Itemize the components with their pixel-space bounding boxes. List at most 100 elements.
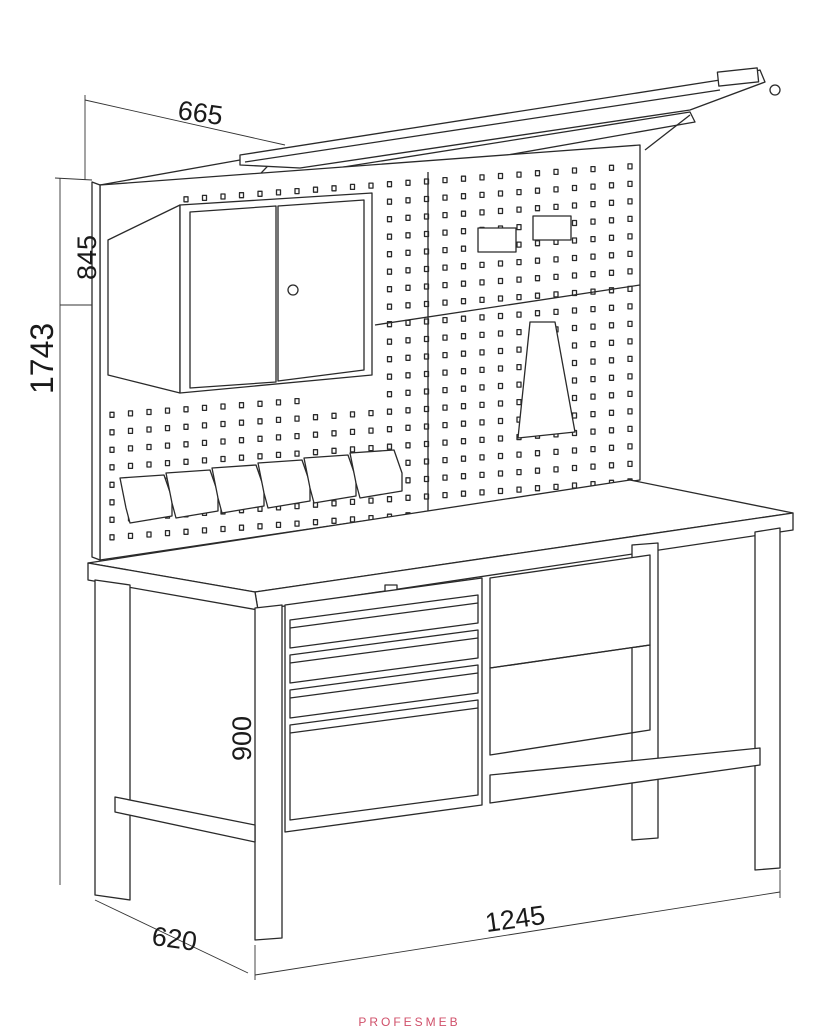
peg-hole <box>479 279 485 286</box>
peg-hole <box>627 198 633 205</box>
peg-hole <box>516 486 522 493</box>
dimension-lines <box>54 95 781 980</box>
peg-hole <box>164 459 171 467</box>
peg-hole <box>497 452 504 460</box>
peg-hole <box>294 415 300 422</box>
peg-hole <box>183 441 189 448</box>
peg-hole <box>386 391 393 398</box>
peg-hole <box>368 444 374 452</box>
peg-hole <box>275 399 282 406</box>
peg-hole <box>497 365 504 372</box>
peg-hole <box>627 443 633 450</box>
peg-hole <box>368 497 374 504</box>
peg-hole <box>608 287 615 294</box>
peg-hole <box>479 471 485 479</box>
peg-hole <box>109 464 115 471</box>
peg-hole <box>534 257 541 264</box>
peg-hole <box>238 524 245 531</box>
peg-hole <box>275 434 282 441</box>
peg-hole <box>423 423 430 430</box>
peg-hole <box>386 251 393 258</box>
drawer-handle[interactable] <box>289 707 479 734</box>
peg-hole <box>590 463 596 470</box>
side-shelf-unit <box>489 554 651 756</box>
peg-hole <box>127 410 134 417</box>
peg-hole <box>423 300 430 308</box>
drawer-handle[interactable] <box>289 672 479 699</box>
drawer[interactable] <box>289 629 479 684</box>
peg-hole <box>571 254 578 262</box>
peg-hole <box>608 199 615 206</box>
peg-hole <box>386 408 393 415</box>
peg-hole <box>331 517 337 524</box>
peg-hole <box>331 430 337 437</box>
storage-bin <box>119 474 173 524</box>
peg-hole <box>608 217 615 224</box>
peg-hole <box>608 182 615 189</box>
drawer-handle[interactable] <box>289 602 479 629</box>
peg-hole <box>386 198 393 205</box>
peg-hole <box>497 295 504 302</box>
drawer[interactable] <box>289 594 479 649</box>
dim-bench-depth: 620 <box>150 921 199 957</box>
drawer-handle[interactable] <box>289 637 479 664</box>
peg-hole <box>423 178 430 185</box>
peg-hole <box>590 183 596 190</box>
peg-hole <box>497 435 504 442</box>
peg-hole <box>423 335 430 343</box>
peg-hole <box>534 292 541 299</box>
peg-hole <box>164 424 171 432</box>
peg-hole <box>516 381 522 388</box>
peg-hole <box>423 475 430 483</box>
dim-bench-width: 1245 <box>483 900 547 938</box>
peg-hole <box>386 426 393 433</box>
watermark: PROFESMEB <box>358 1015 461 1029</box>
peg-hole <box>571 272 578 279</box>
peg-hole <box>405 407 411 414</box>
peg-hole <box>423 230 430 238</box>
peg-hole <box>460 228 467 235</box>
peg-hole <box>497 330 504 337</box>
peg-hole <box>442 264 448 271</box>
peg-hole <box>442 369 448 376</box>
peg-hole <box>109 446 115 453</box>
peg-hole <box>146 426 152 433</box>
peg-hole <box>257 523 263 530</box>
peg-hole <box>349 411 356 418</box>
peg-hole <box>442 211 448 219</box>
peg-hole <box>479 454 485 461</box>
peg-hole <box>257 400 263 407</box>
peg-hole <box>608 392 615 399</box>
peg-hole <box>442 474 448 481</box>
peg-hole <box>608 444 615 451</box>
peg-hole <box>238 192 245 199</box>
peg-hole <box>201 404 208 412</box>
peg-hole <box>534 485 541 492</box>
peg-hole <box>109 429 115 436</box>
peg-hole <box>109 516 115 523</box>
peg-hole <box>275 521 282 529</box>
peg-hole <box>442 176 448 184</box>
peg-hole <box>386 338 393 345</box>
peg-hole <box>571 289 578 297</box>
peg-hole <box>183 458 189 465</box>
peg-hole <box>534 187 541 194</box>
peg-hole <box>627 460 633 468</box>
peg-hole <box>183 406 189 413</box>
peg-hole <box>238 437 245 444</box>
peg-hole <box>442 351 448 359</box>
peg-hole <box>497 382 504 390</box>
peg-hole <box>386 496 393 503</box>
peg-hole <box>275 451 282 459</box>
peg-hole <box>423 458 430 465</box>
peg-hole <box>164 407 171 414</box>
peg-hole <box>460 175 467 182</box>
drawer[interactable] <box>289 664 479 719</box>
peg-hole <box>497 172 504 180</box>
peg-hole <box>553 168 559 176</box>
peg-hole <box>312 414 319 421</box>
drawer[interactable] <box>289 699 479 821</box>
peg-hole <box>257 418 263 425</box>
storage-bin <box>349 449 403 499</box>
